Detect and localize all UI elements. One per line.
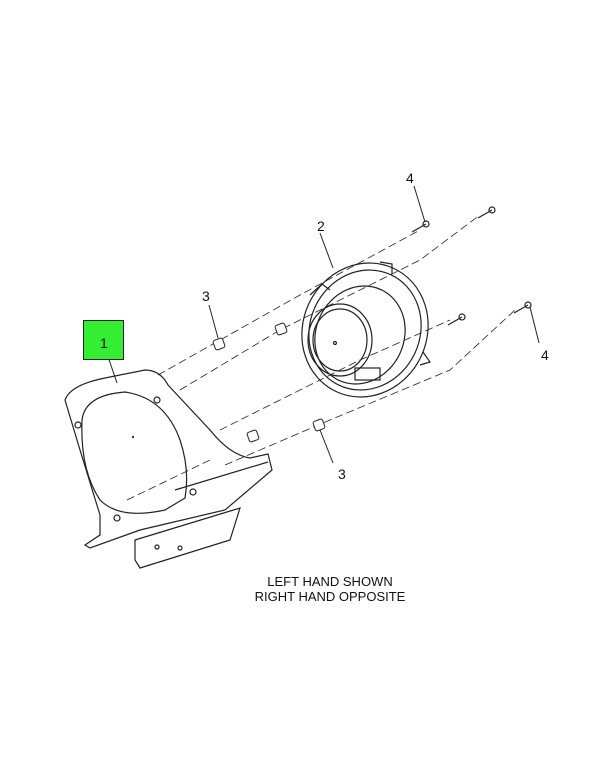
caption-line-2: RIGHT HAND OPPOSITE: [254, 589, 406, 604]
callout-part-1: 1: [100, 335, 108, 351]
callout-part-1-highlight[interactable]: 1: [83, 320, 124, 360]
callout-part-4-lower[interactable]: 4: [541, 347, 549, 363]
callout-part-2[interactable]: 2: [317, 218, 325, 234]
assembly-lines: [126, 214, 516, 501]
caption-line-1: LEFT HAND SHOWN: [267, 574, 393, 589]
speaker: [301, 261, 431, 398]
nuts: [212, 322, 326, 443]
mounting-bracket: [64, 369, 273, 569]
callout-part-3-lower[interactable]: 3: [338, 466, 346, 482]
bolts: [411, 206, 532, 326]
callout-part-4-upper[interactable]: 4: [406, 170, 414, 186]
callout-part-3-upper[interactable]: 3: [202, 288, 210, 304]
